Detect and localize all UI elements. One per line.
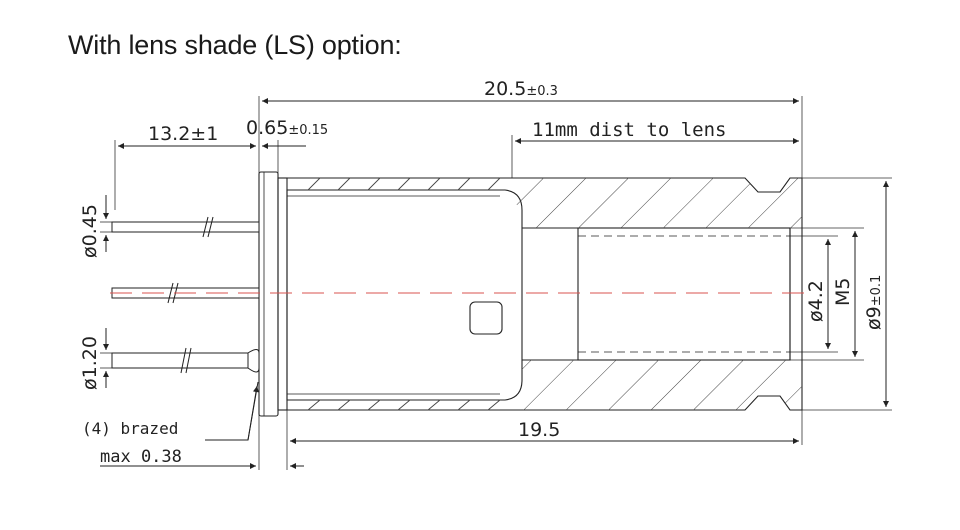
can-body	[286, 189, 523, 401]
overall-length-label: 20.5±0.3	[484, 78, 558, 100]
lens-shade-bore	[522, 227, 791, 361]
extension-lines	[100, 96, 892, 470]
pin-length-label: 13.2±1	[148, 123, 218, 145]
window-rect	[469, 301, 503, 335]
max-dim-label: max 0.38	[100, 447, 182, 467]
flange-thickness-label: 0.65±0.15	[246, 117, 328, 139]
pin-diameter-label: ø0.45	[79, 204, 101, 258]
dimension-lines	[100, 98, 889, 469]
hatching	[512, 178, 802, 410]
base-diameter-label: ø1.20	[79, 336, 101, 390]
dist-to-lens-label: 11mm dist to lens	[532, 119, 726, 141]
brazed-label: (4) brazed	[82, 419, 178, 438]
bore-diameter-label: ø4.2	[805, 280, 827, 322]
header-flange	[258, 171, 279, 417]
page-title: With lens shade (LS) option:	[68, 30, 402, 60]
pin-top	[111, 221, 260, 233]
outer-diameter-label: ø9±0.1	[863, 275, 885, 330]
thread-label: M5	[832, 278, 854, 306]
brazed-leader	[205, 381, 259, 441]
pin-bottom	[111, 352, 260, 369]
body-length-label: 19.5	[518, 419, 560, 441]
